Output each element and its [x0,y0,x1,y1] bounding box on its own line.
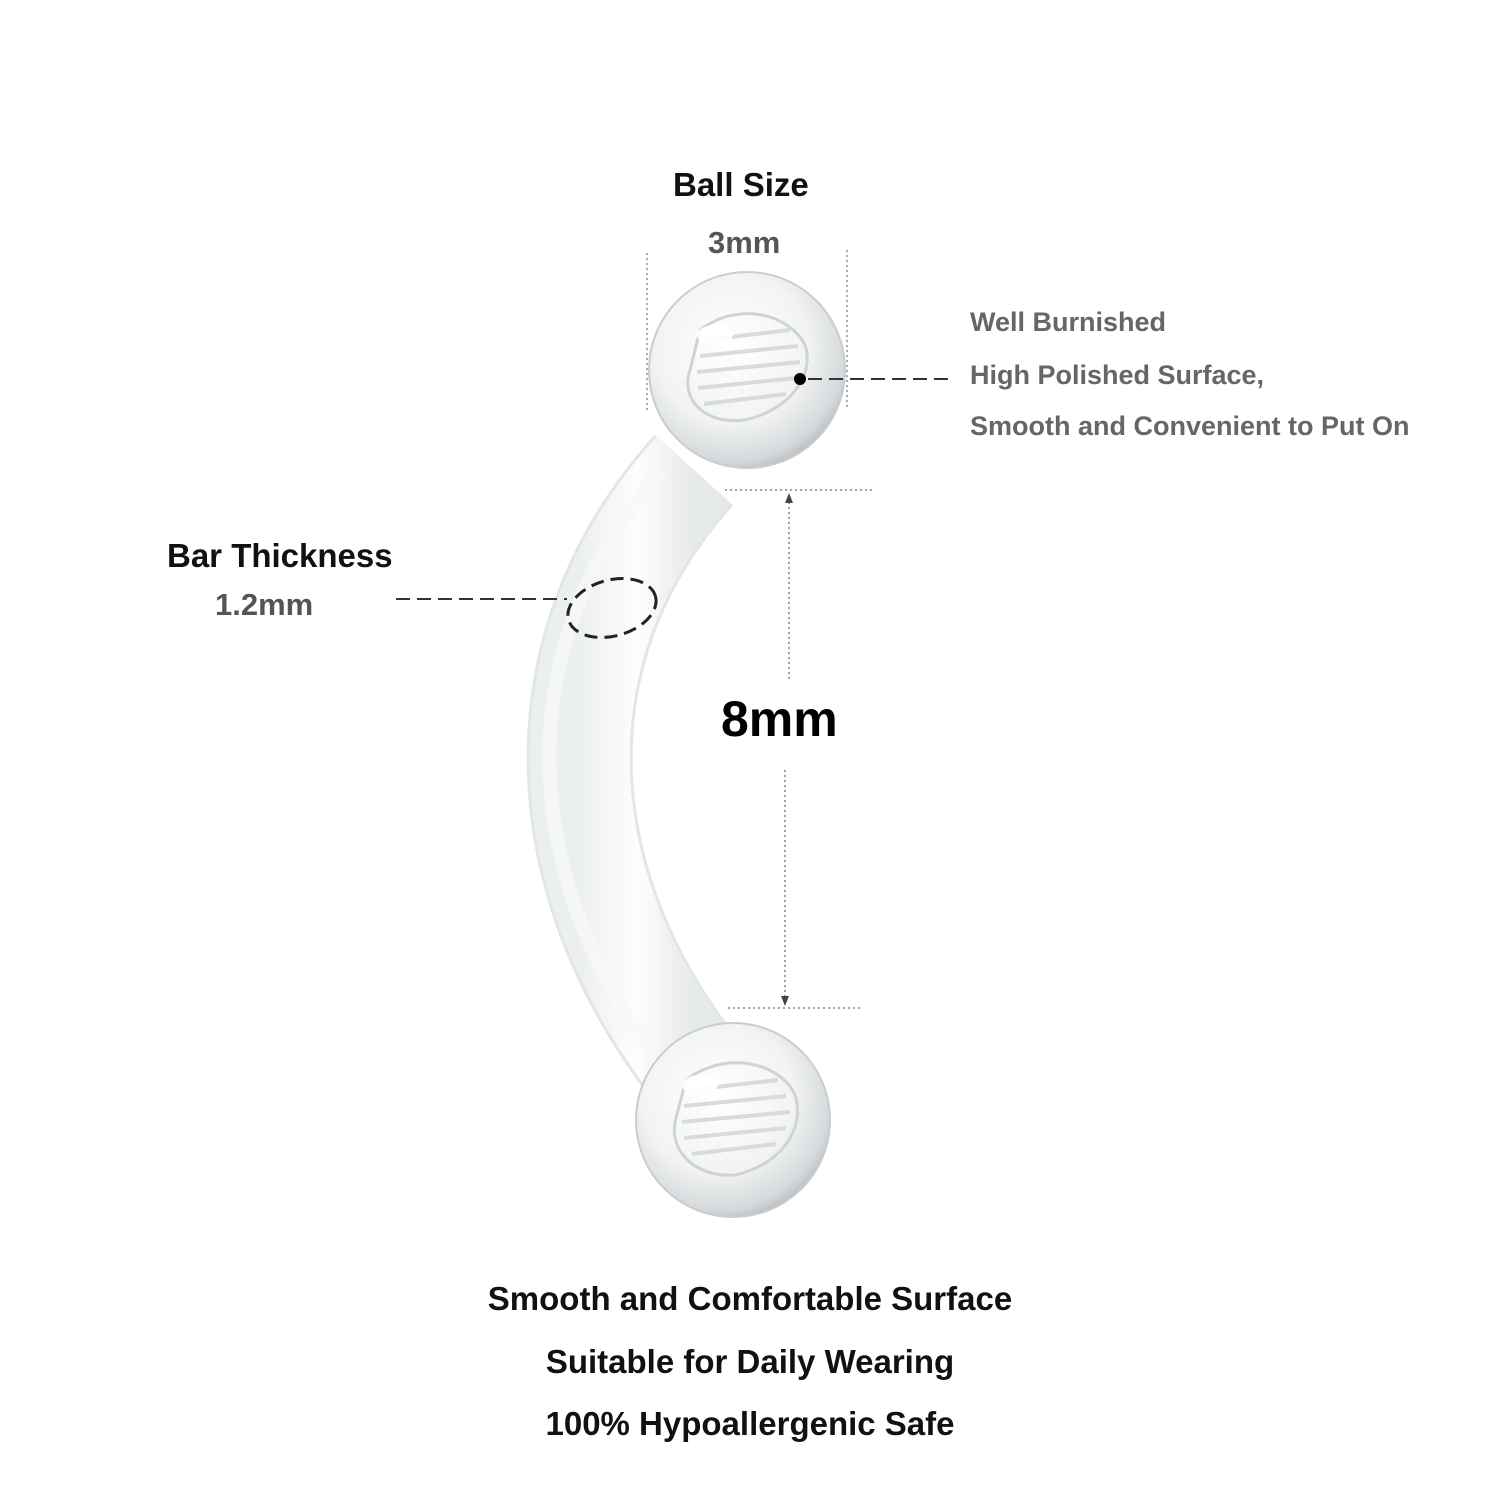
bottom-ball [635,1022,831,1218]
length-arrowheads [781,493,793,1006]
feature-smooth-convenient: Smooth and Convenient to Put On [970,411,1410,441]
ball-size-title: Ball Size [673,166,809,203]
bar-thickness-value: 1.2mm [215,587,314,622]
surface-pointer [794,373,955,385]
top-ball [648,271,846,469]
ball-size-guides [646,250,848,413]
footer-line-daily-wearing: Suitable for Daily Wearing [545,1343,955,1380]
bar-length-value: 8mm [721,691,838,747]
bar-thickness-title: Bar Thickness [167,537,393,574]
bar-thickness-marker [396,577,658,639]
feature-high-polished: High Polished Surface, [970,360,1265,390]
footer-line-smooth-surface: Smooth and Comfortable Surface [487,1280,1013,1317]
ball-size-value: 3mm [708,225,781,260]
footer-line-hypoallergenic: 100% Hypoallergenic Safe [545,1405,955,1442]
curved-bar [526,434,734,1092]
length-dimension [725,489,875,1009]
feature-well-burnished: Well Burnished [970,307,1167,337]
